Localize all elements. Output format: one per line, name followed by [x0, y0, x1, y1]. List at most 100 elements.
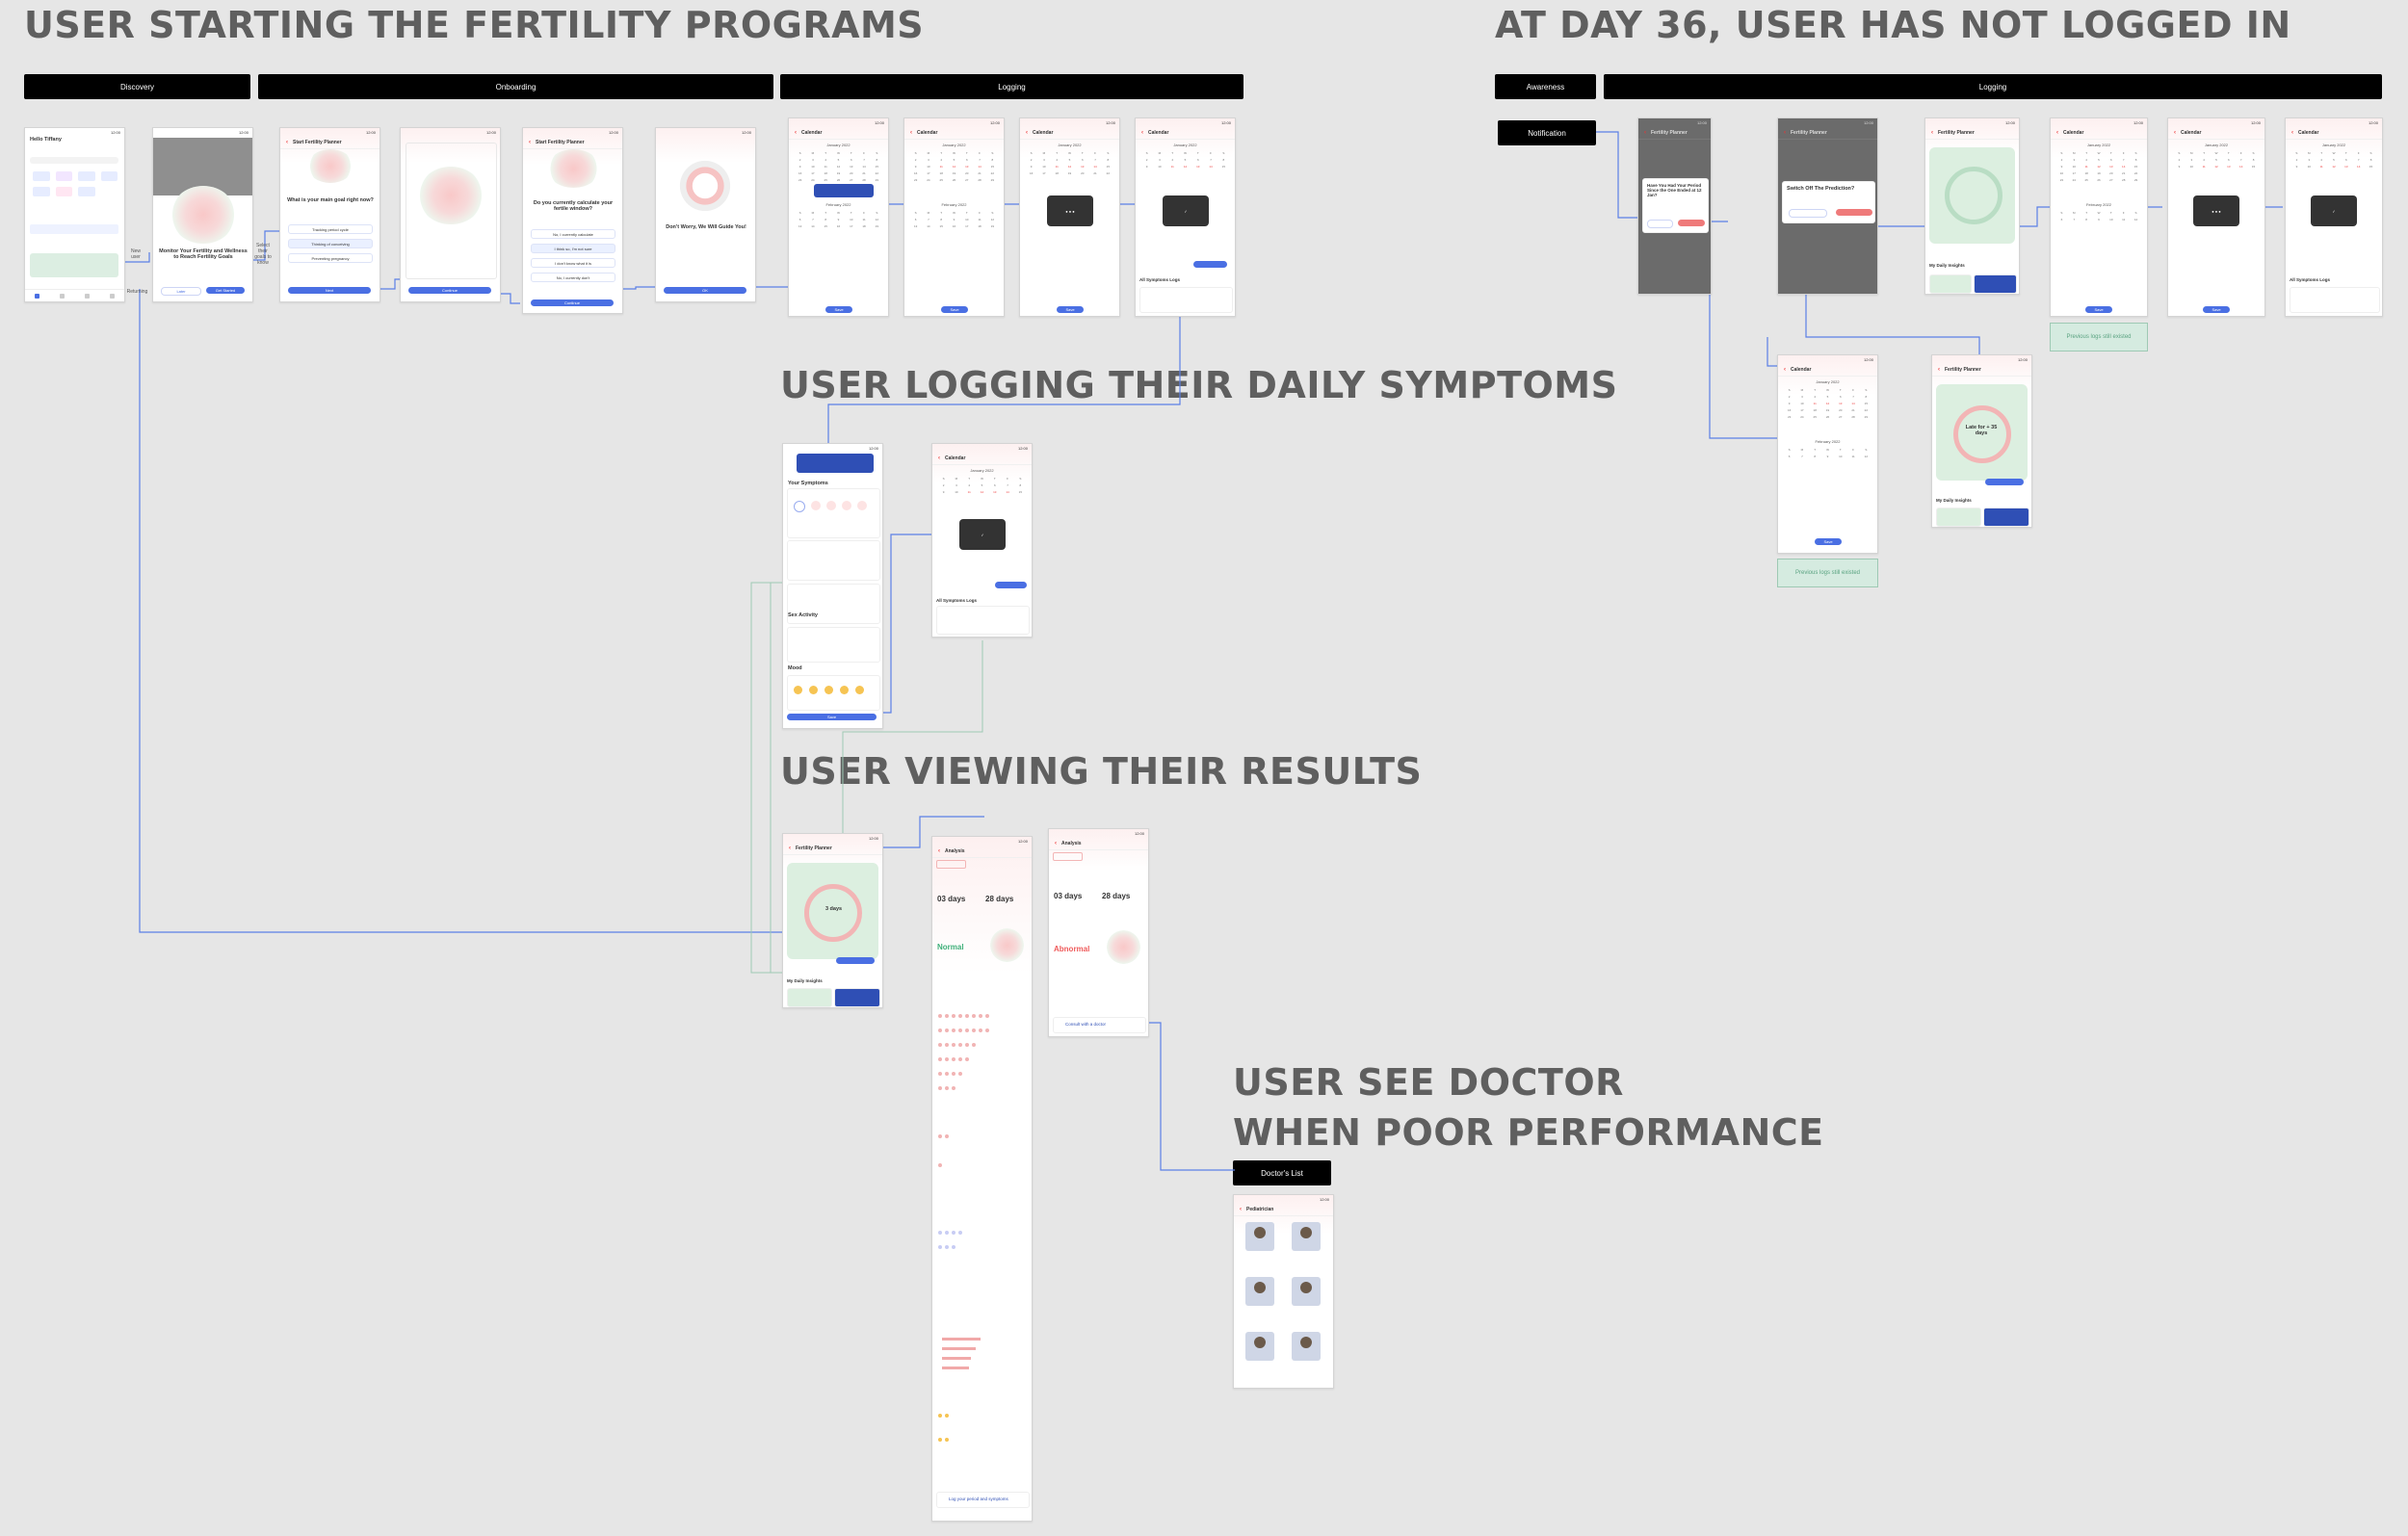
log-period-card[interactable]: Log your period and symptoms — [936, 1492, 1030, 1508]
consult-doctor-card[interactable]: Consult with a doctor — [1053, 1017, 1146, 1033]
insight-card-1[interactable] — [787, 988, 832, 1007]
window-option-1[interactable]: No, I currently calculate — [531, 229, 615, 239]
month-label: January 2022 — [2086, 143, 2111, 147]
success-toast: ✓ — [2311, 195, 2357, 226]
insight-card-2[interactable] — [1983, 508, 2029, 527]
symptom-icon[interactable] — [842, 501, 851, 510]
doctor-avatar[interactable] — [1245, 1277, 1274, 1306]
continue-button[interactable]: Continue — [531, 299, 614, 306]
symptom-icon[interactable] — [826, 501, 836, 510]
symptom-icon[interactable] — [857, 501, 867, 510]
log-period-button[interactable] — [836, 957, 875, 964]
doctor-avatar[interactable] — [1292, 1277, 1321, 1306]
insight-card-2[interactable] — [1974, 274, 2017, 294]
insight-card-1[interactable] — [1929, 274, 1972, 294]
cancel-button[interactable] — [1789, 209, 1827, 218]
month-label: February 2022 — [941, 202, 967, 207]
save-button[interactable]: Save — [2085, 306, 2112, 313]
window-option-4[interactable]: No, I currently don't — [531, 273, 615, 282]
screen-title: Fertility Planner — [1938, 130, 1975, 136]
activity-icon[interactable] — [60, 293, 65, 299]
phone-calc-window: 12:00 ‹Start Fertility Planner Do you cu… — [522, 127, 623, 314]
loading-toast: ● ● ● — [1047, 195, 1093, 226]
doctor-avatar[interactable] — [1245, 1222, 1274, 1251]
chat-icon[interactable] — [84, 293, 90, 299]
doctor-avatar[interactable] — [1292, 1222, 1321, 1251]
symptoms-card-1[interactable] — [787, 488, 880, 538]
symptom-icon[interactable] — [811, 501, 821, 510]
log-symptoms-button[interactable] — [995, 582, 1027, 588]
symptom-log-card[interactable] — [2290, 287, 2380, 313]
analysis-tabs[interactable] — [936, 860, 1028, 869]
save-button[interactable]: Save — [825, 306, 852, 313]
phase-bar-awareness: Awareness — [1495, 74, 1596, 99]
log-period-button[interactable] — [1985, 479, 2024, 485]
service-icons[interactable] — [33, 171, 118, 200]
continue-button[interactable]: Continue — [408, 287, 491, 294]
goal-option-1[interactable]: Tracking period cycle — [288, 224, 373, 234]
home-icon[interactable] — [35, 293, 40, 299]
later-button[interactable]: Later — [161, 287, 201, 296]
window-option-3[interactable]: I don't know what it is — [531, 258, 615, 268]
goal-option-3[interactable]: Preventing pregnancy — [288, 253, 373, 263]
next-button[interactable]: Next — [288, 287, 371, 294]
mood-icon[interactable] — [794, 686, 802, 694]
get-started-button[interactable]: Get Started — [206, 287, 245, 294]
save-button[interactable]: Save — [1815, 538, 1842, 545]
status-abnormal: Abnormal — [1054, 945, 1090, 953]
window-option-2[interactable]: I think so, I'm not sure — [531, 244, 615, 253]
save-button[interactable]: Save — [2203, 306, 2230, 313]
mood-icon[interactable] — [824, 686, 833, 694]
confirm-button[interactable] — [1836, 209, 1872, 216]
save-button[interactable]: Save — [787, 714, 877, 720]
mood-label: Mood — [788, 665, 802, 671]
profile-icon[interactable] — [109, 293, 115, 299]
tooltip — [814, 184, 874, 197]
symptom-log-card[interactable] — [1139, 287, 1233, 313]
daily-insights-label: My Daily Insights — [1936, 498, 1972, 503]
save-button[interactable]: Save — [941, 306, 968, 313]
phone-main-goal: 12:00 ‹Start Fertility Planner What is y… — [279, 127, 380, 302]
yes-button[interactable] — [1678, 220, 1705, 226]
symptoms-card-3[interactable] — [787, 584, 880, 624]
symptom-log-card[interactable] — [936, 606, 1030, 635]
doctor-avatar[interactable] — [1245, 1332, 1274, 1361]
mood-icon[interactable] — [809, 686, 818, 694]
screen-title: Calendar — [1033, 130, 1054, 136]
symptoms-card-2[interactable] — [787, 540, 880, 581]
insight-card-2[interactable] — [834, 988, 880, 1007]
ok-button[interactable]: OK — [664, 287, 746, 294]
promo-banner[interactable] — [30, 224, 118, 234]
symptom-icon[interactable] — [794, 501, 805, 512]
bottom-nav[interactable] — [25, 289, 124, 301]
insight-card-1[interactable] — [1936, 508, 1981, 527]
mood-icon[interactable] — [855, 686, 864, 694]
illustration — [307, 149, 353, 183]
analysis-tabs[interactable] — [1053, 852, 1144, 861]
loading-toast: ● ● ● — [2193, 195, 2239, 226]
goal-option-2[interactable]: Thinking of conceiving — [288, 239, 373, 248]
no-button[interactable] — [1647, 220, 1673, 228]
sex-activity-card[interactable] — [787, 627, 880, 663]
mood-card[interactable] — [787, 675, 880, 711]
save-button[interactable]: Save — [1057, 306, 1084, 313]
phone-planner-day36: 12:00 ‹Fertility Planner My Daily Insigh… — [1924, 117, 2020, 295]
log-symptoms-button[interactable] — [1193, 261, 1227, 268]
mood-icon[interactable] — [840, 686, 849, 694]
doctor-avatar[interactable] — [1292, 1332, 1321, 1361]
search-input[interactable] — [30, 157, 118, 164]
program-card[interactable] — [30, 253, 118, 277]
